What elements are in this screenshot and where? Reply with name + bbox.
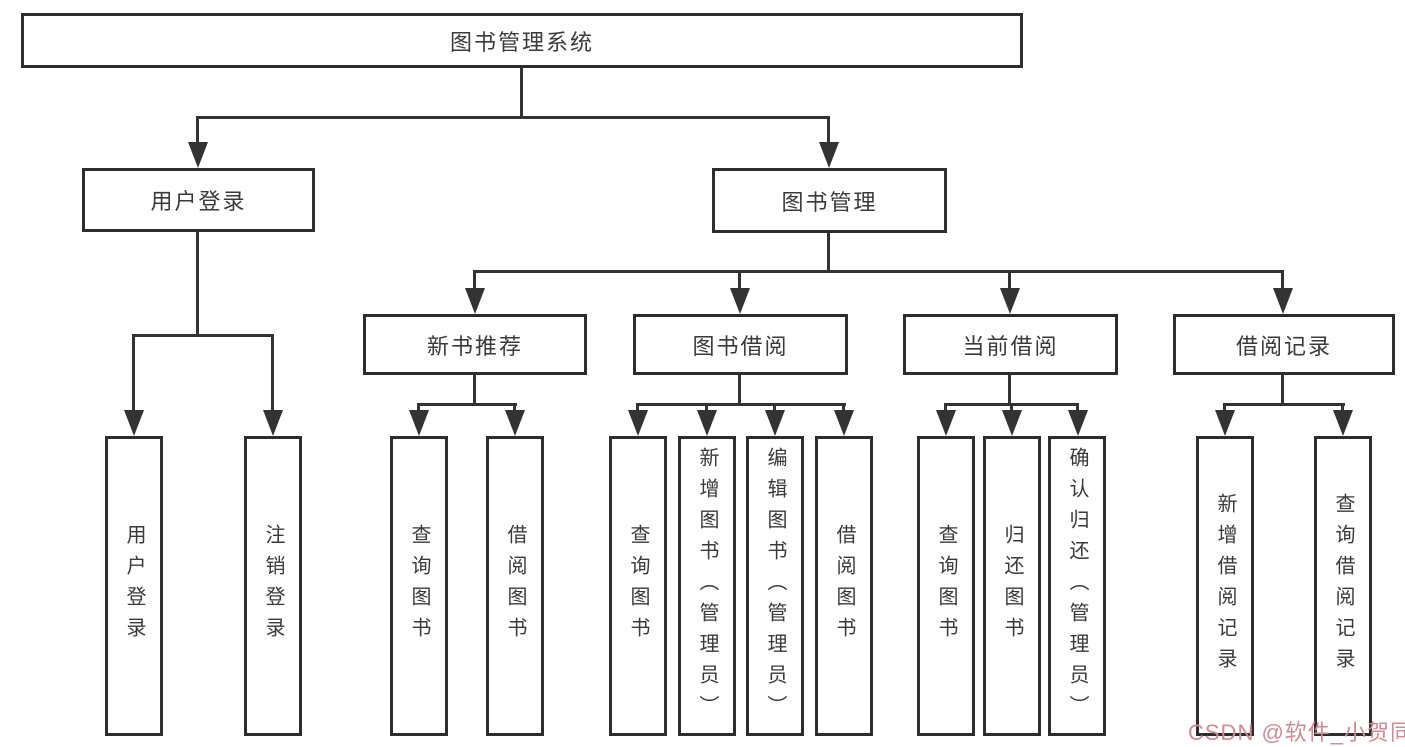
leaf-query-book-3: 查询图书 bbox=[917, 436, 975, 736]
leaf-add-borrow-record-label: 新增借阅记录 bbox=[1214, 493, 1236, 679]
node-current-borrow-label: 当前借阅 bbox=[962, 333, 1059, 359]
leaf-query-book-1-label: 查询图书 bbox=[408, 524, 430, 648]
connector-groupD-stem3 bbox=[1076, 403, 1079, 413]
arrow-groupC-2 bbox=[697, 410, 717, 436]
connector-groupB-stem2 bbox=[513, 403, 516, 413]
node-new-book-recommend-label: 新书推荐 bbox=[426, 333, 523, 359]
node-book-management-label: 图书管理 bbox=[781, 189, 878, 215]
connector-groupA-stem2 bbox=[271, 334, 274, 412]
connector-groupA-hline bbox=[132, 334, 274, 337]
arrow-groupB-1 bbox=[409, 410, 429, 436]
leaf-borrow-book-1-label: 借阅图书 bbox=[504, 524, 526, 648]
leaf-user-login-label: 用户登录 bbox=[123, 524, 145, 648]
arrow-to-borrow-records bbox=[1273, 288, 1293, 314]
node-user-login: 用户登录 bbox=[82, 168, 315, 232]
connector-groupC-stem1 bbox=[636, 403, 639, 413]
node-book-management: 图书管理 bbox=[712, 168, 947, 233]
arrow-groupC-1 bbox=[628, 410, 648, 436]
connector-groupC-stem4 bbox=[842, 403, 845, 413]
leaf-borrow-book-2: 借阅图书 bbox=[815, 436, 873, 736]
arrow-to-book-mgmt bbox=[819, 142, 839, 168]
leaf-query-borrow-record: 查询借阅记录 bbox=[1314, 436, 1372, 736]
connector-newbook-stem bbox=[473, 270, 476, 290]
arrow-groupD-3 bbox=[1068, 410, 1088, 436]
arrow-to-login-leaf bbox=[124, 410, 144, 436]
connector-groupC-stem2 bbox=[705, 403, 708, 413]
connector-bookmgmt-down bbox=[827, 233, 830, 272]
arrow-groupB-2 bbox=[505, 410, 525, 436]
node-root-label: 图书管理系统 bbox=[449, 29, 594, 55]
leaf-query-book-3-label: 查询图书 bbox=[935, 524, 957, 648]
leaf-add-borrow-record: 新增借阅记录 bbox=[1196, 436, 1254, 736]
arrow-to-book-borrow bbox=[730, 288, 750, 314]
leaf-query-borrow-record-label: 查询借阅记录 bbox=[1332, 493, 1354, 679]
leaf-logout-label: 注销登录 bbox=[262, 524, 284, 648]
arrow-groupE-2 bbox=[1333, 410, 1353, 436]
node-borrow-records-label: 借阅记录 bbox=[1235, 333, 1332, 359]
node-book-borrow-label: 图书借阅 bbox=[692, 333, 789, 359]
arrow-groupC-3 bbox=[765, 410, 785, 436]
leaf-borrow-book-2-label: 借阅图书 bbox=[833, 524, 855, 648]
connector-borrow-down bbox=[738, 375, 741, 405]
node-borrow-records: 借阅记录 bbox=[1173, 314, 1395, 375]
csdn-watermark: CSDN @软件_小贺同学 bbox=[1188, 720, 1405, 745]
connector-groupB-hline bbox=[417, 403, 517, 406]
arrow-to-user-login bbox=[188, 142, 208, 168]
arrow-groupE-1 bbox=[1215, 410, 1235, 436]
connector-level3-hline bbox=[473, 270, 1284, 273]
node-new-book-recommend: 新书推荐 bbox=[363, 314, 587, 375]
connector-groupD-stem1 bbox=[944, 403, 947, 413]
connector-groupE-stem2 bbox=[1341, 403, 1344, 413]
node-root: 图书管理系统 bbox=[21, 13, 1023, 68]
connector-userlogin-stem bbox=[196, 116, 199, 146]
connector-groupC-stem3 bbox=[773, 403, 776, 413]
connector-records-down bbox=[1281, 375, 1284, 405]
leaf-return-book-label: 归还图书 bbox=[1001, 524, 1023, 648]
arrow-groupD-1 bbox=[936, 410, 956, 436]
leaf-confirm-return-admin-label: 确认归还（管理员） bbox=[1066, 446, 1088, 726]
node-current-borrow: 当前借阅 bbox=[903, 314, 1118, 375]
arrow-groupD-2 bbox=[1002, 410, 1022, 436]
connector-root-stem bbox=[520, 68, 523, 118]
connector-level2-hline bbox=[196, 116, 830, 119]
connector-bookmgmt-stem bbox=[827, 116, 830, 146]
leaf-edit-book-admin-label: 编辑图书（管理员） bbox=[764, 446, 786, 726]
connector-groupD-stem2 bbox=[1010, 403, 1013, 413]
arrow-to-current-borrow bbox=[1000, 288, 1020, 314]
arrow-to-new-book bbox=[465, 288, 485, 314]
node-user-login-label: 用户登录 bbox=[150, 189, 247, 214]
connector-userlogin-down bbox=[196, 232, 199, 336]
node-book-borrow: 图书借阅 bbox=[633, 314, 848, 375]
connector-groupB-stem1 bbox=[417, 403, 420, 413]
leaf-query-book-1: 查询图书 bbox=[390, 436, 448, 736]
leaf-borrow-book-1: 借阅图书 bbox=[486, 436, 544, 736]
arrow-to-logout-leaf bbox=[263, 410, 283, 436]
connector-groupE-hline bbox=[1223, 403, 1345, 406]
connector-current-down bbox=[1008, 375, 1011, 405]
connector-groupA-stem1 bbox=[132, 334, 135, 412]
leaf-edit-book-admin: 编辑图书（管理员） bbox=[746, 436, 804, 736]
connector-groupC-hline bbox=[636, 403, 846, 406]
connector-newbook-down bbox=[473, 375, 476, 405]
leaf-confirm-return-admin: 确认归还（管理员） bbox=[1048, 436, 1106, 736]
connector-borrow-stem bbox=[738, 270, 741, 290]
connector-records-stem bbox=[1281, 270, 1284, 290]
connector-groupE-stem1 bbox=[1223, 403, 1226, 413]
leaf-logout: 注销登录 bbox=[244, 436, 302, 736]
arrow-groupC-4 bbox=[834, 410, 854, 436]
leaf-query-book-2: 查询图书 bbox=[609, 436, 667, 736]
leaf-user-login: 用户登录 bbox=[105, 436, 163, 736]
connector-current-stem bbox=[1008, 270, 1011, 290]
leaf-add-book-admin-label: 新增图书（管理员） bbox=[696, 446, 718, 726]
leaf-add-book-admin: 新增图书（管理员） bbox=[678, 436, 736, 736]
leaf-return-book: 归还图书 bbox=[983, 436, 1041, 736]
leaf-query-book-2-label: 查询图书 bbox=[627, 524, 649, 648]
